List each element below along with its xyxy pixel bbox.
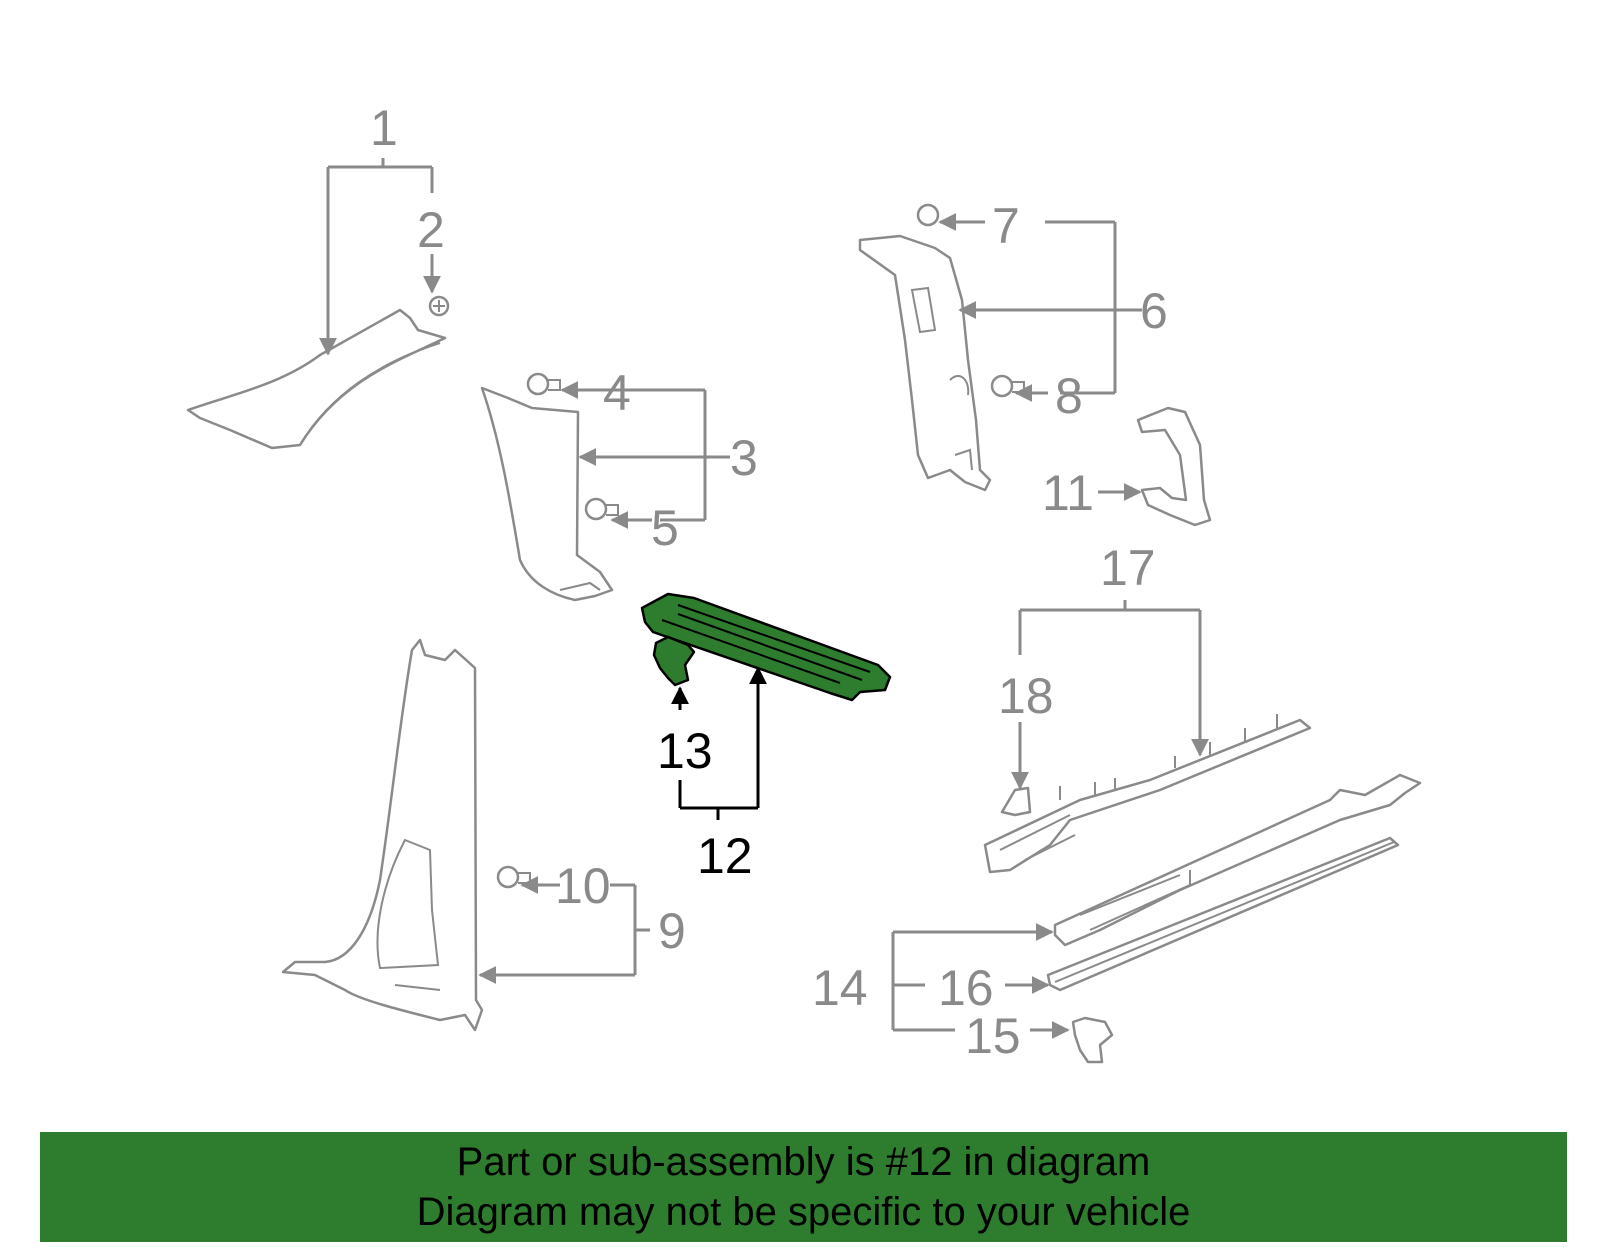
- info-banner: Part or sub-assembly is #12 in diagram D…: [40, 1132, 1567, 1242]
- callout-3-leaders: [560, 381, 730, 529]
- callout-17: 17: [1100, 540, 1156, 596]
- callout-2: 2: [417, 202, 445, 258]
- callout-6: 6: [1140, 283, 1168, 339]
- part-5-screw: [584, 497, 619, 521]
- part-11-bracket: [1136, 406, 1212, 527]
- banner-line-2: Diagram may not be specific to your vehi…: [416, 1190, 1191, 1234]
- callout-18: 18: [998, 668, 1054, 724]
- callout-11: 11: [1042, 465, 1094, 521]
- part-6-center-pillar-upper: [858, 234, 992, 492]
- part-9-center-pillar-lower: [281, 638, 484, 1032]
- part-14-door-scuff: [1053, 773, 1422, 947]
- callout-6-leaders: [938, 213, 1142, 402]
- callout-17-leaders: [1011, 600, 1209, 790]
- part-12-scuff-plate: [640, 592, 892, 702]
- callout-16: 16: [938, 960, 994, 1016]
- callout-9: 9: [658, 903, 686, 959]
- callout-14-leaders: [891, 923, 1070, 1039]
- callout-1: 1: [370, 100, 398, 156]
- part-1-garnish: [186, 308, 447, 450]
- part-17-rocker-trim: [983, 714, 1312, 874]
- callout-13: 13: [657, 723, 713, 779]
- callout-14: 14: [812, 960, 868, 1016]
- callout-12: 12: [697, 828, 753, 884]
- callout-12-leaders: [671, 666, 767, 820]
- part-4-screw: [526, 372, 561, 396]
- callout-5: 5: [651, 500, 679, 556]
- callout-8: 8: [1055, 368, 1083, 424]
- callout-1-leaders: [319, 158, 441, 356]
- banner-line-1: Part or sub-assembly is #12 in diagram: [456, 1140, 1151, 1184]
- part-2-clip: [428, 295, 450, 317]
- part-18-clip: [1000, 786, 1032, 817]
- callout-9-leaders: [478, 876, 650, 984]
- part-7-screw: [916, 203, 940, 227]
- part-13-clip: [652, 635, 696, 687]
- callout-15: 15: [965, 1008, 1021, 1064]
- callout-7: 7: [992, 198, 1020, 254]
- callout-3: 3: [730, 430, 758, 486]
- part-15-clip: [1071, 1016, 1114, 1064]
- callout-10: 10: [555, 858, 611, 914]
- callout-4: 4: [603, 365, 631, 421]
- part-3-pillar-trim: [480, 386, 614, 602]
